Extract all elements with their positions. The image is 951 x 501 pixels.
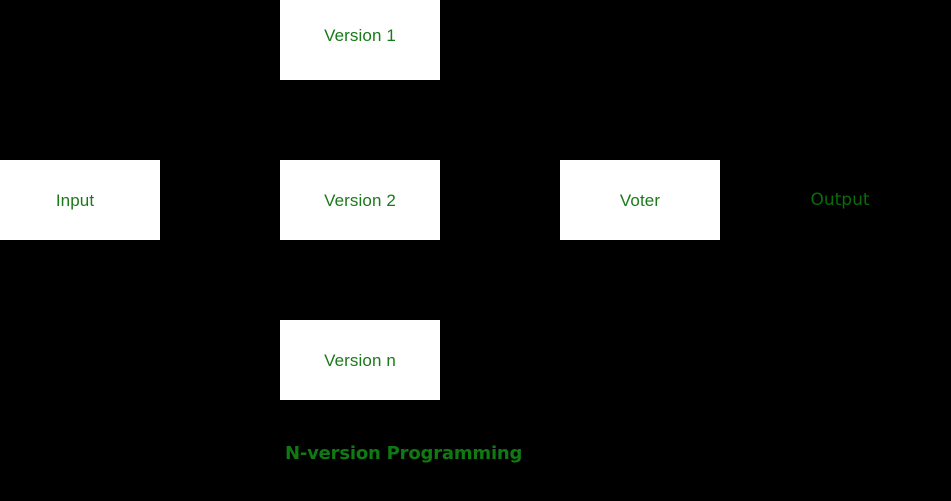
node-version-1[interactable]: Version 1 <box>280 0 440 80</box>
connector-input-to-versions <box>160 199 280 201</box>
node-version-2-label: Version 2 <box>324 190 396 210</box>
node-voter-label: Voter <box>619 190 661 210</box>
node-version-2[interactable]: Version 2 <box>280 160 440 240</box>
node-version-1-label: Version 1 <box>324 25 396 45</box>
node-input[interactable]: Input <box>0 160 160 240</box>
node-version-n-label: Version n <box>324 350 396 370</box>
label-output: Output <box>810 189 870 210</box>
node-version-n[interactable]: Version n <box>280 320 440 400</box>
connector-versions-to-voter <box>440 199 560 201</box>
node-voter[interactable]: Voter <box>560 160 720 240</box>
diagram-caption: N-version Programming <box>285 443 523 464</box>
node-input-label: Input <box>55 190 95 210</box>
